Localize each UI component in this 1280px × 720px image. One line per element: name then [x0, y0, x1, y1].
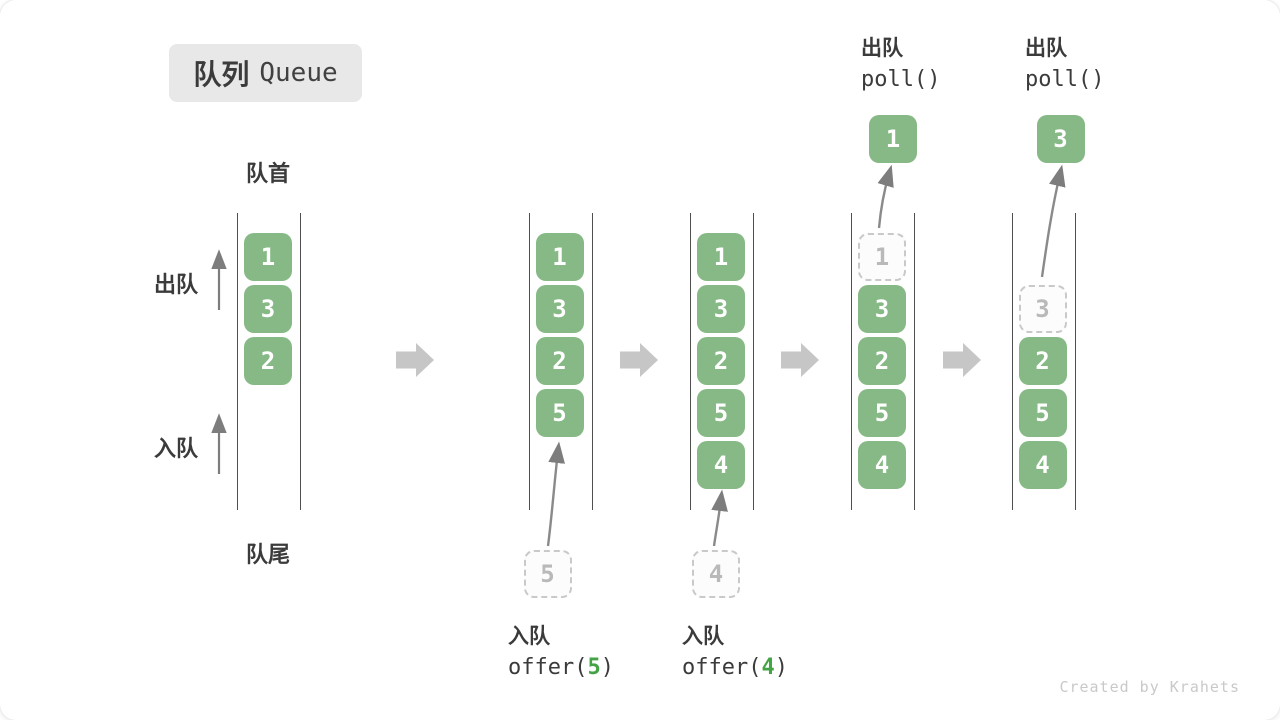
- queue-walls-state-2-enqueue-5: [528, 213, 593, 510]
- queue-item-4: 4: [1018, 441, 1067, 489]
- queue-walls-state-1-initial: [237, 213, 301, 510]
- queue-item-3: 3: [697, 285, 745, 333]
- queue-item-5: 5: [535, 389, 584, 437]
- code-text: ): [600, 655, 614, 680]
- queue-item-3: 3: [858, 285, 906, 333]
- title-chinese: 队列: [193, 59, 250, 90]
- enqueue-op-code: offer(4): [682, 655, 788, 680]
- pending-enqueue-item-4: 4: [692, 550, 740, 598]
- queue-item-5: 5: [697, 389, 745, 437]
- code-text: offer(: [508, 655, 588, 680]
- queue-item-3: 3: [1018, 285, 1067, 333]
- code-text: ): [774, 655, 788, 680]
- state-transition-arrow-2: [620, 343, 658, 377]
- queue-item-5: 5: [1018, 389, 1067, 437]
- title-english: Queue: [259, 58, 338, 88]
- queue-item-5: 5: [858, 389, 906, 437]
- queue-walls-state-3-enqueue-4: [690, 213, 754, 510]
- state-transition-arrow-4: [943, 343, 981, 377]
- dequeue-op-label: 出队: [861, 37, 903, 60]
- polled-item-1: 1: [869, 115, 917, 163]
- queue-rear-label: 队尾: [245, 542, 290, 567]
- queue-item-1: 1: [535, 233, 584, 281]
- queue-item-3: 3: [244, 285, 292, 333]
- state-transition-arrow-1: [396, 343, 434, 377]
- dequeue-op-code: poll(): [861, 67, 941, 92]
- queue-item-2: 2: [858, 337, 906, 385]
- queue-item-2: 2: [697, 337, 745, 385]
- queue-walls-state-4-poll-1: [851, 213, 915, 510]
- code-text: offer(: [682, 655, 762, 680]
- diagram-title: 队列 Queue: [169, 44, 362, 102]
- pending-enqueue-item-5: 5: [523, 550, 572, 598]
- polled-item-3: 3: [1036, 115, 1085, 163]
- queue-item-1: 1: [858, 233, 906, 281]
- code-argument: 4: [761, 655, 775, 680]
- state-transition-arrow-3: [781, 343, 819, 377]
- queue-walls-state-5-poll-3: [1011, 213, 1076, 510]
- code-argument: 5: [587, 655, 601, 680]
- dequeue-op-label: 出队: [1025, 37, 1067, 60]
- enqueue-op-label: 入队: [508, 625, 550, 648]
- queue-item-1: 1: [244, 233, 292, 281]
- queue-item-4: 4: [858, 441, 906, 489]
- queue-item-1: 1: [697, 233, 745, 281]
- queue-item-2: 2: [244, 337, 292, 385]
- queue-item-4: 4: [697, 441, 745, 489]
- queue-item-3: 3: [535, 285, 584, 333]
- enqueue-op-label: 入队: [682, 625, 724, 648]
- dequeue-op-code: poll(): [1025, 67, 1105, 92]
- dequeue-side-label: 出队: [154, 272, 199, 297]
- enqueue-side-label: 入队: [154, 436, 199, 461]
- watermark: Created by Krahets: [1059, 678, 1240, 696]
- queue-front-label: 队首: [245, 161, 290, 186]
- queue-item-2: 2: [535, 337, 584, 385]
- queue-item-2: 2: [1018, 337, 1067, 385]
- enqueue-op-code: offer(5): [508, 655, 614, 680]
